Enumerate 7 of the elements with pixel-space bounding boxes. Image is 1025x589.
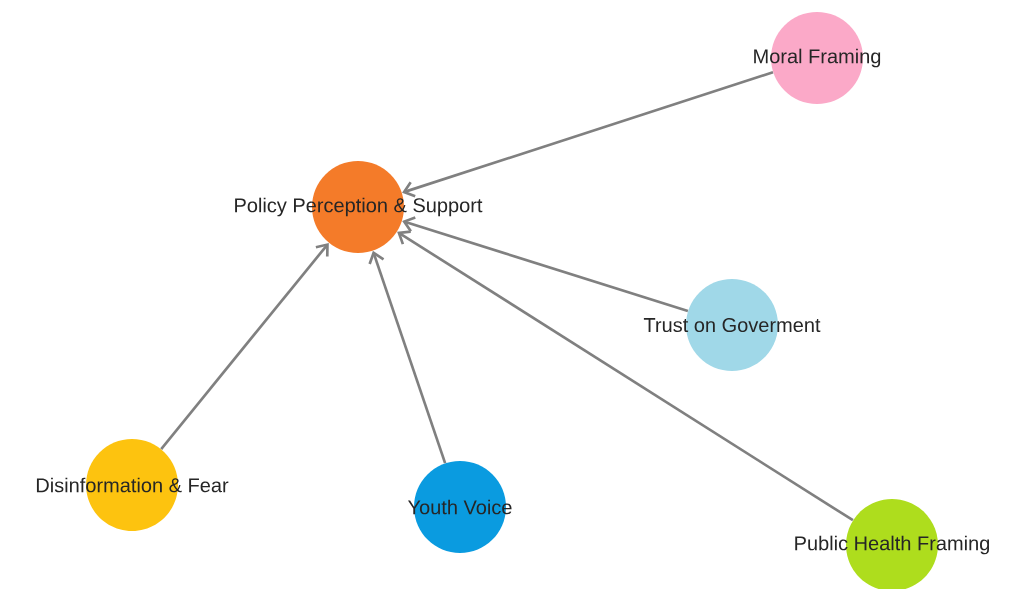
arrow [160, 242, 329, 450]
arrow [402, 71, 774, 198]
circle-node: Moral Framing [754, 12, 881, 104]
circle-node: Trust on Goverment [643, 279, 821, 371]
arrow [368, 250, 447, 464]
arrow [397, 230, 854, 522]
arrow [402, 216, 689, 313]
